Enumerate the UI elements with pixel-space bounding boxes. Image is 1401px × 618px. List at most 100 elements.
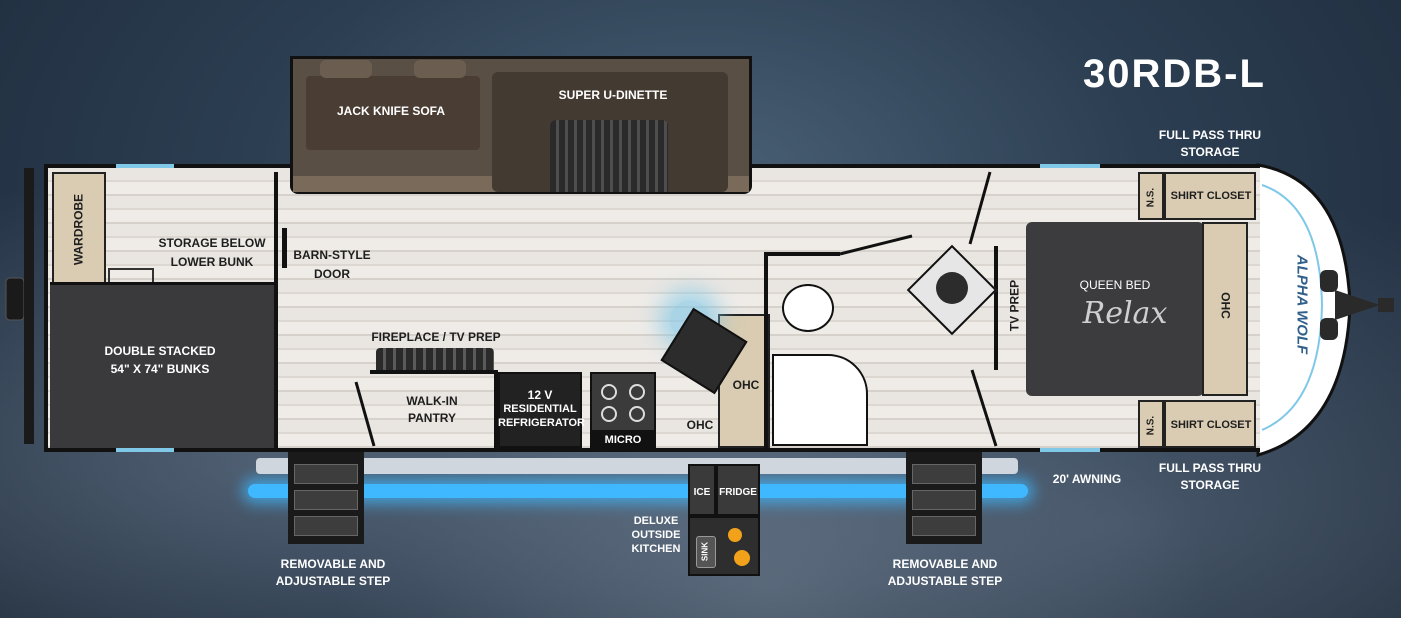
step-left-tread-2 xyxy=(294,490,358,510)
hitch-jack-bottom xyxy=(1320,318,1338,340)
ohc-kitchen-upper xyxy=(718,314,770,448)
ns-top xyxy=(1138,172,1164,220)
ohc-kitchen-label: OHC xyxy=(686,418,714,432)
shirt-closet-top-label: SHIRT CLOSET xyxy=(1170,190,1252,202)
pass-thru-top-label-1: FULL PASS THRU xyxy=(1158,128,1262,142)
outside-kitchen-label-3: KITCHEN xyxy=(631,543,681,555)
rear-bumper xyxy=(24,168,34,444)
pass-thru-bottom-label-2: STORAGE xyxy=(1180,478,1240,492)
wall-bottom xyxy=(44,448,1260,452)
step-left xyxy=(288,452,364,544)
stove xyxy=(590,372,656,432)
step-left-label-2: ADJUSTABLE STEP xyxy=(275,574,391,588)
step-left-tread-3 xyxy=(294,516,358,536)
double-stacked-bunks xyxy=(50,284,276,448)
storage-below-label-2: LOWER BUNK xyxy=(170,255,254,269)
outside-kitchen-label-2: OUTSIDE xyxy=(631,529,681,541)
shirt-closet-bottom xyxy=(1164,400,1256,448)
window-top-2 xyxy=(1040,164,1100,168)
door-bath-1 xyxy=(968,171,992,245)
fireplace-base xyxy=(370,370,496,374)
ohc-kitchen-upper-label: OHC xyxy=(732,378,760,392)
micro-label: MICRO xyxy=(604,434,642,446)
bed-brand: Relax xyxy=(1082,296,1168,331)
outside-kitchen-ice xyxy=(688,464,716,516)
pass-thru-top-label-2: STORAGE xyxy=(1180,145,1240,159)
ns-bottom-label: N.S. xyxy=(1145,415,1157,436)
pantry-label-1: WALK-IN xyxy=(406,394,458,408)
ice-label: ICE xyxy=(693,487,711,498)
storage-below-label-1: STORAGE BELOW xyxy=(158,236,266,250)
burner-4 xyxy=(629,406,645,422)
step-right-label-1: REMOVABLE AND xyxy=(892,557,998,571)
step-right-tread-3 xyxy=(912,516,976,536)
microwave xyxy=(590,432,656,448)
fireplace-tv-prep xyxy=(376,348,494,372)
step-right-tread-2 xyxy=(912,490,976,510)
front-cap-swoosh xyxy=(1261,184,1324,431)
sink-label: SINK xyxy=(700,541,710,562)
step-right xyxy=(906,452,982,544)
super-u-dinette-label: SUPER U-DINETTE xyxy=(558,88,668,102)
fridge-label-1: 12 V xyxy=(527,388,553,402)
fridge-label-3: REFRIGERATOR xyxy=(498,417,585,429)
step-right-label-2: ADJUSTABLE STEP xyxy=(887,574,1003,588)
bunks-label-2: 54" X 74" BUNKS xyxy=(110,362,210,376)
step-right-tread-1 xyxy=(912,464,976,484)
window-bottom-1 xyxy=(116,448,174,452)
queen-bed xyxy=(1026,222,1204,396)
step-left-label-1: REMOVABLE AND xyxy=(280,557,386,571)
awning-label: 20' AWNING xyxy=(1052,472,1122,486)
barn-door-label-1: BARN-STYLE xyxy=(293,248,371,262)
bunk-wall-top xyxy=(50,282,276,285)
wall-left xyxy=(44,164,48,452)
bunk-ladder xyxy=(108,268,154,282)
barn-door[interactable] xyxy=(282,228,287,268)
door-bath-2 xyxy=(839,234,913,256)
outside-kitchen-label-1: DELUXE xyxy=(633,515,679,527)
hitch-frame xyxy=(1335,290,1380,320)
bath-vanity-sink xyxy=(936,272,968,304)
window-bottom-2 xyxy=(1040,448,1100,452)
jack-knife-sofa xyxy=(306,76,480,150)
toilet xyxy=(782,284,834,332)
pass-thru-bottom-label-1: FULL PASS THRU xyxy=(1158,461,1262,475)
outside-kitchen-fridge xyxy=(716,464,760,516)
door-pantry xyxy=(354,381,376,447)
sofa-cushion-right xyxy=(414,60,466,78)
fridge-label-2: RESIDENTIAL xyxy=(503,403,577,415)
burner-2 xyxy=(629,384,645,400)
outside-burner-1 xyxy=(728,528,742,542)
fridge-outside-label: FRIDGE xyxy=(719,487,757,498)
wardrobe xyxy=(52,172,106,284)
bath-wall-left xyxy=(764,252,768,448)
ns-top-label: N.S. xyxy=(1145,187,1157,208)
bunk-wall-right xyxy=(274,172,278,448)
dinette-table xyxy=(550,120,668,192)
pantry-label-2: PANTRY xyxy=(408,411,456,425)
fireplace-label: FIREPLACE / TV PREP xyxy=(371,330,501,344)
shirt-closet-bottom-label: SHIRT CLOSET xyxy=(1170,419,1252,431)
door-bedroom xyxy=(970,369,998,447)
queen-bed-label: QUEEN BED xyxy=(1079,278,1151,292)
wall-top-right xyxy=(752,164,1260,168)
pantry-wall xyxy=(494,370,498,450)
ns-bottom xyxy=(1138,400,1164,448)
bath-wall-right xyxy=(994,246,998,370)
shirt-closet-top xyxy=(1164,172,1256,220)
hitch-jack-top xyxy=(1320,270,1338,292)
burner-3 xyxy=(601,406,617,422)
ohc-bedroom-label: OHC xyxy=(1218,292,1233,319)
window-top-1 xyxy=(116,164,174,168)
hitch-coupler xyxy=(1378,298,1394,312)
jack-knife-sofa-label: JACK KNIFE SOFA xyxy=(336,104,445,118)
ohc-bedroom xyxy=(1202,222,1248,396)
model-name: 30RDB-L xyxy=(1083,52,1266,96)
burner-1 xyxy=(601,384,617,400)
barn-door-label-2: DOOR xyxy=(314,267,350,281)
awning-rail xyxy=(256,458,1018,474)
led-strip xyxy=(248,484,1028,498)
